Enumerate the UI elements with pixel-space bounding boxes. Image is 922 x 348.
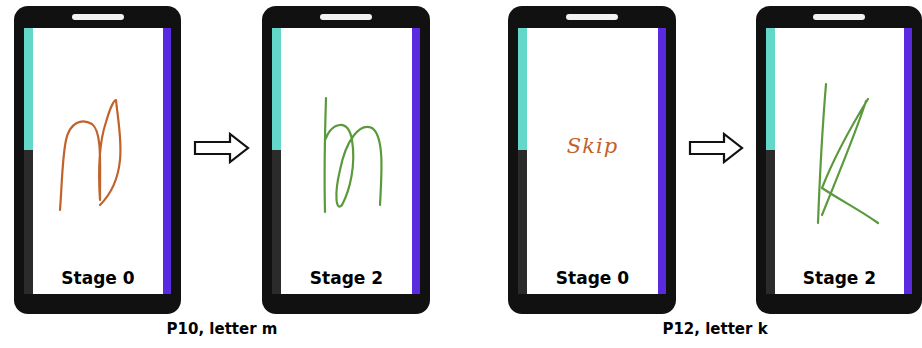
screen-stripe: [766, 150, 775, 294]
caption-label: P12, letter k: [662, 320, 767, 338]
hollow-arrow: [690, 134, 742, 162]
phone-mockup: Stage 2: [756, 6, 922, 314]
stage-label: Stage 2: [281, 268, 412, 288]
screen-stripe: [24, 150, 33, 294]
phone-speaker: [72, 14, 124, 20]
phone-mockup: SkipStage 0: [508, 6, 676, 314]
phone-speaker: [566, 14, 618, 20]
phone-screen: Stage 0: [24, 28, 171, 294]
stage-label: Stage 2: [775, 268, 904, 288]
screen-stripe: [904, 28, 912, 294]
screen-stripe: [24, 28, 33, 150]
skip-label: Skip: [527, 134, 658, 158]
screen-stripe: [766, 28, 775, 150]
phone-screen: SkipStage 0: [518, 28, 666, 294]
screen-stripe: [272, 150, 281, 294]
screen-stripe: [163, 28, 171, 294]
hollow-arrow: [195, 134, 248, 162]
screen-stripe: [412, 28, 420, 294]
screen-stripe: [272, 28, 281, 150]
phone-mockup: Stage 2: [262, 6, 430, 314]
stage-label: Stage 0: [33, 268, 163, 288]
stage-label: Stage 0: [527, 268, 658, 288]
phone-speaker: [320, 14, 372, 20]
screen-stripe: [518, 150, 527, 294]
screen-stripe: [658, 28, 666, 294]
screen-stripe: [518, 28, 527, 150]
phone-screen: Stage 2: [272, 28, 420, 294]
phone-speaker: [813, 14, 865, 20]
phone-mockup: Stage 0: [14, 6, 181, 314]
caption-label: P10, letter m: [167, 320, 278, 338]
phone-screen: Stage 2: [766, 28, 912, 294]
